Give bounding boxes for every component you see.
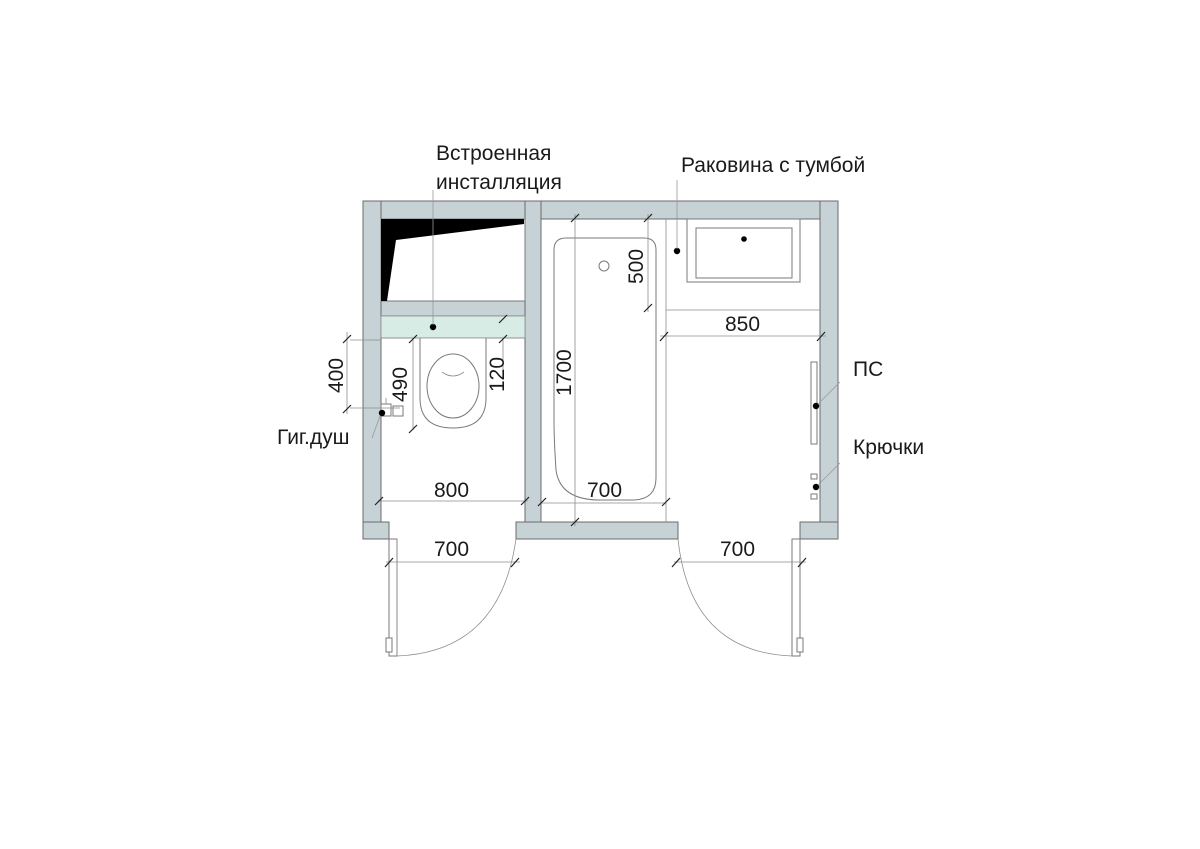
dim-wc-120: 120 — [486, 357, 509, 392]
hooks-label: Крючки — [853, 436, 924, 459]
dim-wc-door: 700 — [434, 538, 469, 561]
wc-room — [350, 218, 526, 430]
toilet — [419, 338, 487, 429]
bath-room — [541, 218, 820, 522]
hygienic-shower-fixture — [378, 398, 404, 417]
wall-niche-shelf — [380, 300, 526, 317]
wall-right — [819, 200, 839, 540]
niche-shadow — [381, 219, 524, 301]
ps-label: ПС — [853, 358, 883, 381]
sink-label: Раковина с тумбой — [681, 154, 865, 177]
leader-lines — [371, 180, 841, 486]
wc-door — [385, 538, 517, 657]
bath-door — [677, 538, 804, 657]
sink-cabinet — [686, 218, 801, 283]
dim-bath-length: 1700 — [553, 349, 576, 396]
dim-wc-400: 400 — [325, 358, 348, 393]
installation-label-line2: инсталляция — [436, 171, 562, 194]
sink-marker-dot — [673, 247, 681, 255]
dim-bath-width: 700 — [587, 479, 622, 502]
dim-wc-width: 800 — [434, 479, 469, 502]
dimension-lines — [342, 213, 826, 568]
wall-bottom-mid — [515, 521, 679, 540]
ps-marker-dot — [812, 402, 820, 410]
wall-partition — [524, 200, 542, 540]
wall-bottom-right — [799, 521, 839, 540]
hooks-fixture — [810, 473, 820, 500]
hygienic-shower-label: Гиг.душ — [277, 426, 349, 449]
dim-wc-490: 490 — [389, 367, 412, 402]
installation-label-line1: Встроенная — [436, 142, 551, 165]
wall-left — [362, 200, 382, 540]
installation-marker-dot — [429, 323, 437, 331]
wall-top — [362, 200, 839, 220]
bathtub — [553, 237, 657, 501]
doors — [385, 538, 804, 657]
dim-bath-door: 700 — [720, 538, 755, 561]
dim-bath-room-850: 850 — [725, 313, 760, 336]
wall-bottom-left — [362, 521, 390, 540]
walls — [362, 200, 839, 540]
dim-sink-500: 500 — [625, 249, 648, 284]
